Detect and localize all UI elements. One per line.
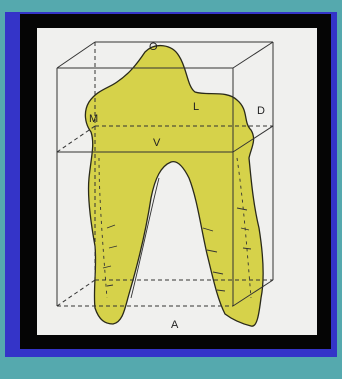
label-distal: D bbox=[257, 105, 265, 117]
label-mesial: M bbox=[89, 113, 98, 125]
tooth-diagram: O M L D V A bbox=[37, 28, 317, 335]
label-lingual: L bbox=[193, 101, 199, 113]
label-occlusal: O bbox=[149, 41, 158, 53]
label-apical: A bbox=[171, 319, 179, 331]
tooth-shape bbox=[85, 46, 263, 327]
diagram-paper: O M L D V A bbox=[37, 28, 317, 335]
label-vestibular: V bbox=[153, 137, 161, 149]
